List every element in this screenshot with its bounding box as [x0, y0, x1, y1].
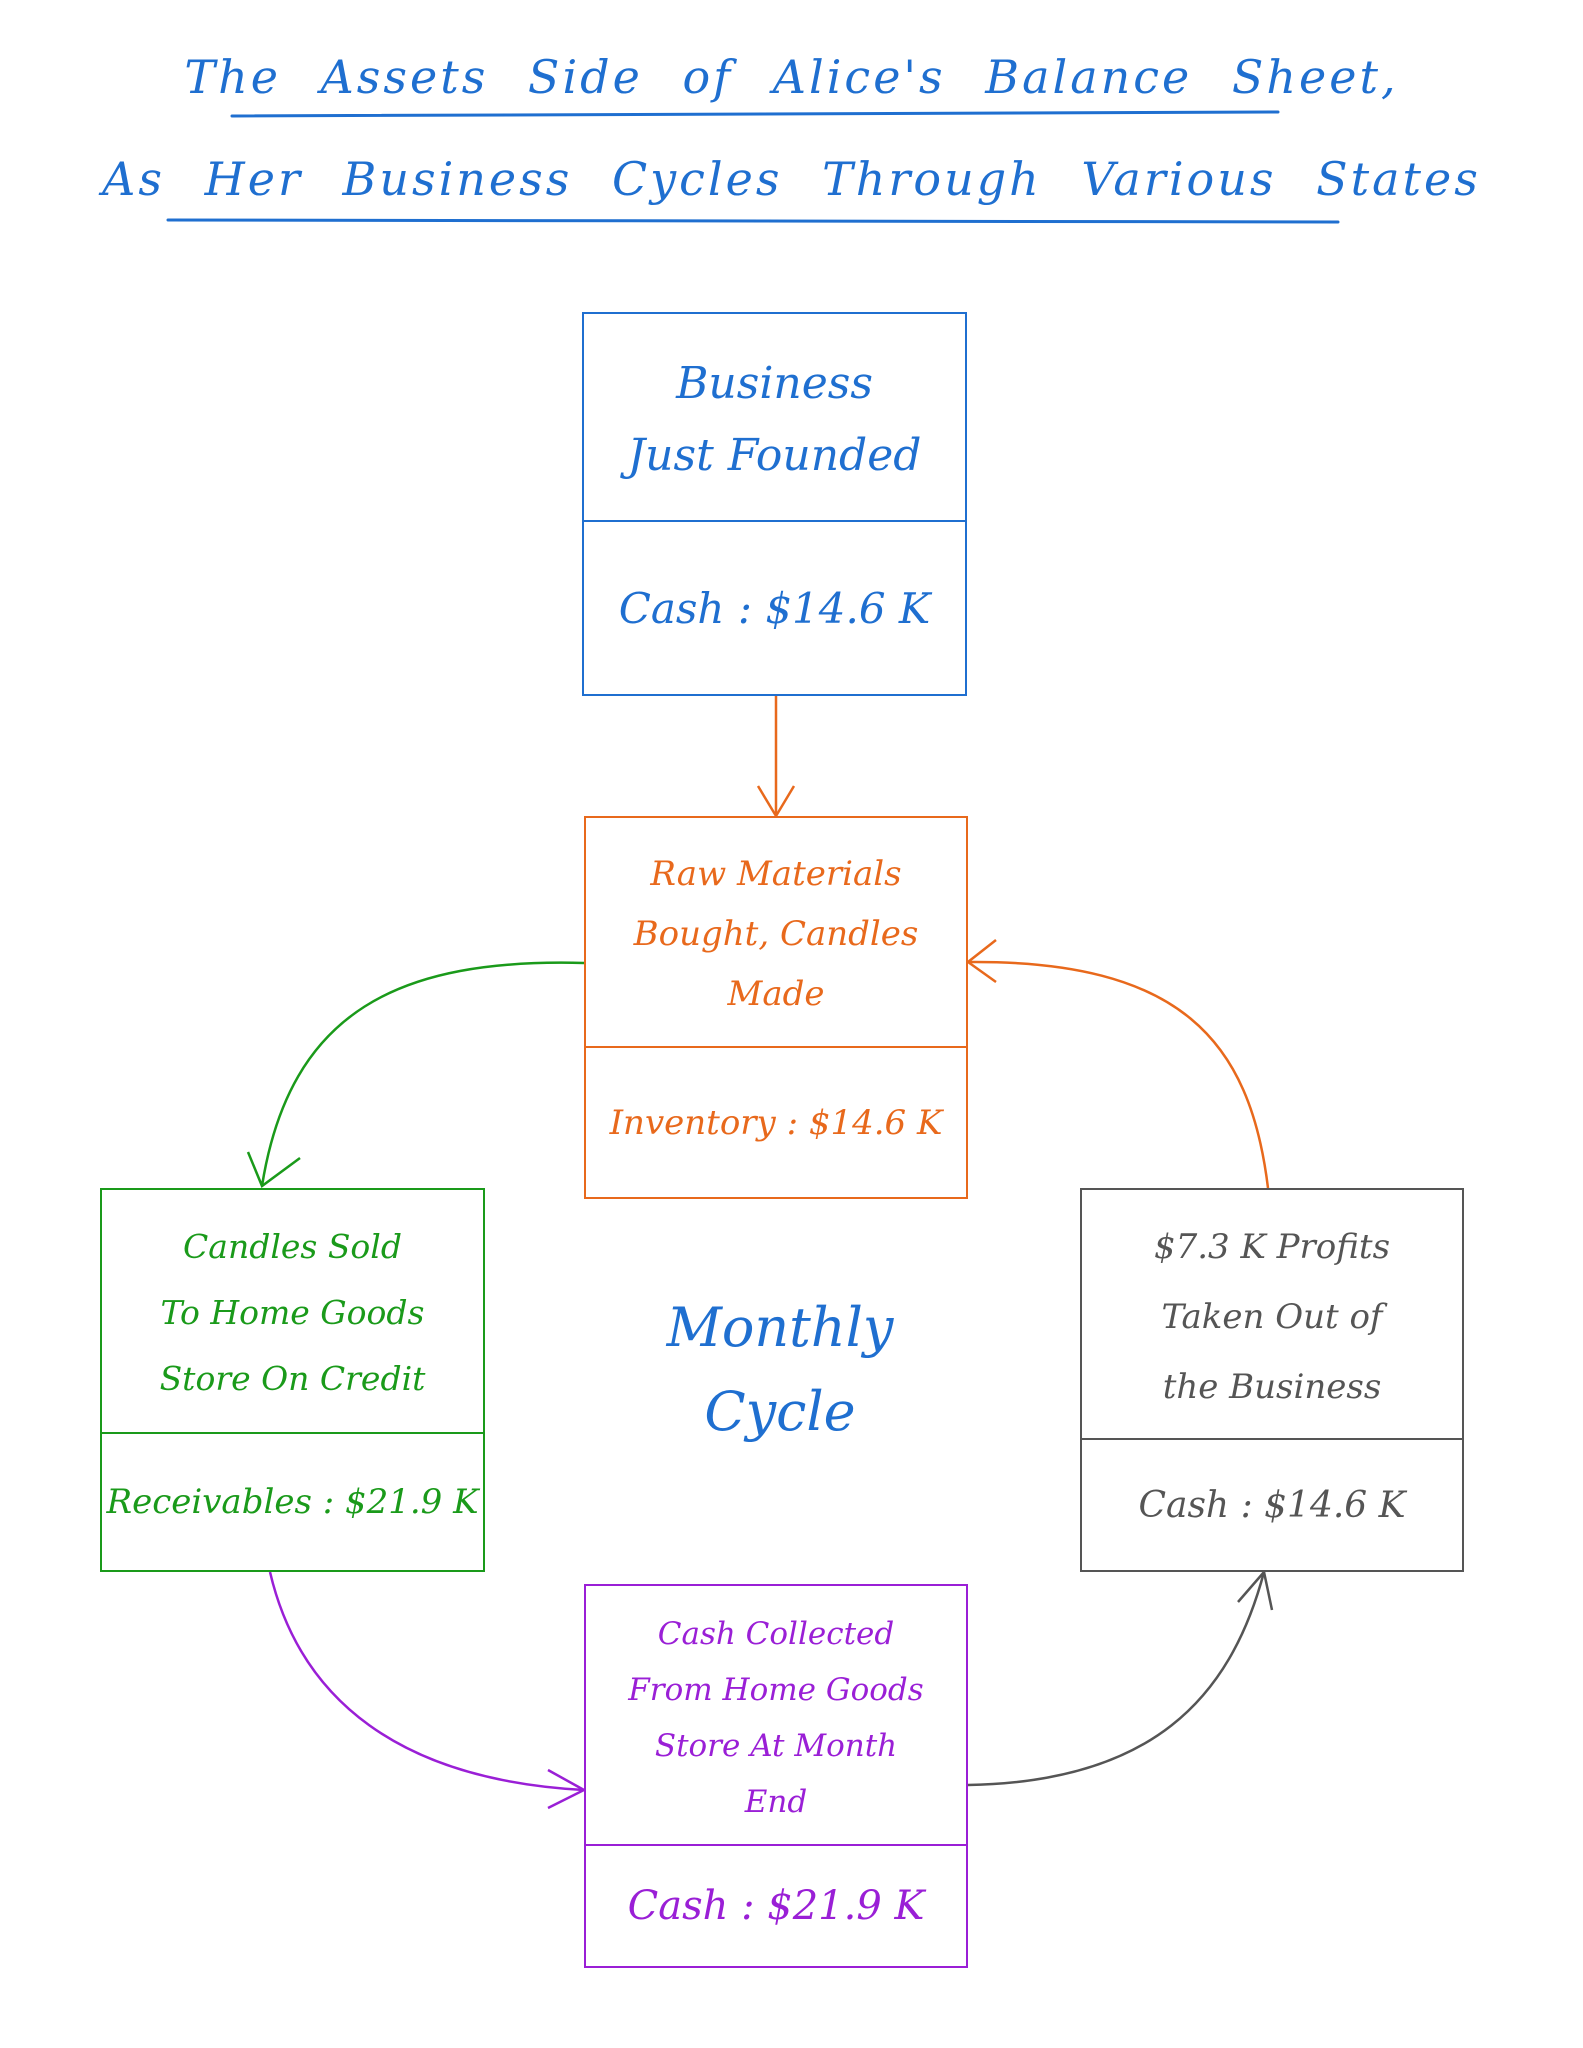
center-label-line-1: Monthly: [666, 1296, 894, 1359]
state-inventory-value: Inventory : $14.6 K: [586, 1046, 966, 1197]
state-inventory-line: Raw Materials: [650, 854, 902, 894]
state-box-founded: Business Just Founded Cash : $14.6 K: [582, 312, 967, 696]
state-box-profits: $7.3 K Profits Taken Out of the Business…: [1080, 1188, 1464, 1572]
state-collected-line: End: [744, 1784, 808, 1820]
arrow-receivables-to-collected: [268, 1571, 585, 1792]
state-receivables-line: To Home Goods: [160, 1293, 425, 1332]
title-underline-1: [230, 110, 1280, 118]
state-profits-line: the Business: [1162, 1367, 1382, 1407]
state-receivables-line: Store On Credit: [159, 1359, 426, 1398]
state-profits-description: $7.3 K Profits Taken Out of the Business: [1082, 1190, 1462, 1444]
arrowhead-profits-to-inventory: [965, 939, 997, 984]
state-profits-line: $7.3 K Profits: [1153, 1227, 1391, 1267]
state-inventory-description: Raw Materials Bought, Candles Made: [586, 818, 966, 1050]
state-receivables-line: Candles Sold: [183, 1227, 402, 1266]
state-profits-line: Taken Out of: [1161, 1297, 1383, 1337]
arrow-collected-to-profits: [967, 1571, 1266, 1787]
state-inventory-line: Bought, Candles: [633, 914, 919, 954]
state-receivables-description: Candles Sold To Home Goods Store On Cred…: [102, 1190, 483, 1436]
arrow-inventory-to-receivables: [260, 961, 585, 1187]
state-box-inventory: Raw Materials Bought, Candles Made Inven…: [584, 816, 968, 1199]
arrowhead-inventory-to-receivables: [246, 1151, 301, 1188]
state-founded-description: Business Just Founded: [584, 314, 965, 526]
title-line-2: As Her Business Cycles Through Various S…: [102, 152, 1481, 206]
title-line-1: The Assets Side of Alice's Balance Sheet…: [184, 50, 1399, 104]
state-collected-value: Cash : $21.9 K: [586, 1844, 966, 1966]
state-founded-line: Just Founded: [627, 430, 922, 481]
state-founded-line: Business: [676, 358, 873, 409]
state-collected-description: Cash Collected From Home Goods Store At …: [586, 1586, 966, 1850]
center-label: Monthly Cycle: [600, 1286, 960, 1454]
state-receivables-value: Receivables : $21.9 K: [102, 1432, 483, 1570]
state-box-receivables: Candles Sold To Home Goods Store On Cred…: [100, 1188, 485, 1572]
state-box-collected: Cash Collected From Home Goods Store At …: [584, 1584, 968, 1968]
state-collected-line: Store At Month: [654, 1728, 898, 1764]
center-label-line-2: Cycle: [704, 1380, 856, 1443]
state-founded-value: Cash : $14.6 K: [584, 520, 965, 694]
arrow-profits-to-inventory: [967, 960, 1270, 1189]
state-collected-line: Cash Collected: [657, 1616, 895, 1652]
arrowhead-collected-to-profits: [1237, 1569, 1274, 1611]
title-underline-2: [166, 218, 1340, 224]
state-inventory-line: Made: [727, 974, 825, 1014]
state-profits-value: Cash : $14.6 K: [1082, 1438, 1462, 1570]
state-collected-line: From Home Goods: [628, 1672, 924, 1708]
